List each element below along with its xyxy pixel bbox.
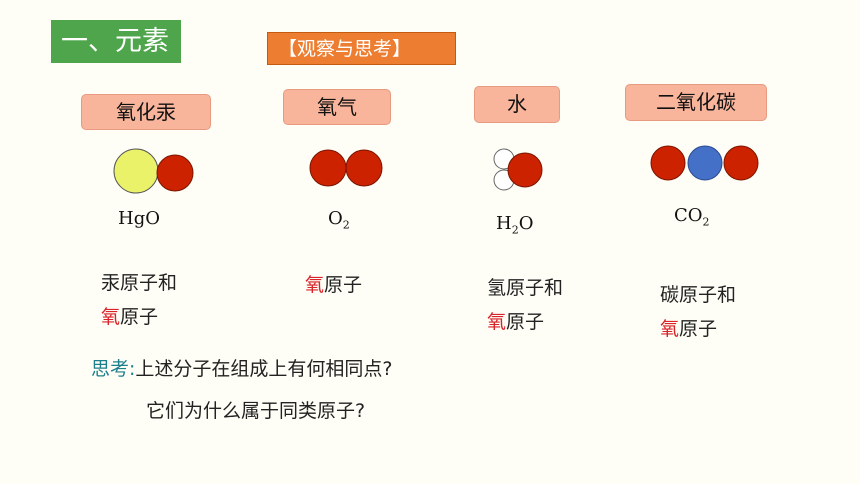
molecule-name-o2: 氧气 [283,89,391,125]
oxygen-atom [345,149,383,187]
question-1: 上述分子在组成上有何相同点? [135,358,393,380]
formula-h2o: H2O [496,213,534,237]
desc-h2o: 氢原子和 氧原子 [487,277,564,333]
o2-molecule-model [309,149,383,187]
oxygen-atom [156,154,194,192]
formula-hgo: HgO [118,208,160,229]
formula-o2: O2 [328,208,350,232]
observe-title: 【观察与思考】 [267,32,456,65]
carbon-atom [687,145,723,181]
section-title: 一、元素 [51,20,181,63]
formula-co2: CO2 [674,205,710,229]
think-label: 思考: [91,358,136,380]
h2o-molecule-model [493,148,543,191]
oxygen-atom [507,152,543,188]
think-question: 思考:上述分子在组成上有何相同点? [91,354,393,381]
molecule-name-co2: 二氧化碳 [625,84,767,121]
molecule-name-h2o: 水 [474,86,560,123]
hgo-molecule-model [113,148,194,194]
molecule-name-hgo: 氧化汞 [81,94,211,130]
co2-molecule-model [650,145,759,181]
desc-o2: 氧原子 [305,274,363,296]
oxygen-atom [309,149,347,187]
desc-hgo: 汞原子和 氧原子 [101,272,178,328]
mercury-atom [113,148,159,194]
desc-co2: 碳原子和 氧原子 [660,284,737,340]
oxygen-atom [723,145,759,181]
oxygen-atom [650,145,686,181]
question-2: 它们为什么属于同类原子? [146,400,366,422]
